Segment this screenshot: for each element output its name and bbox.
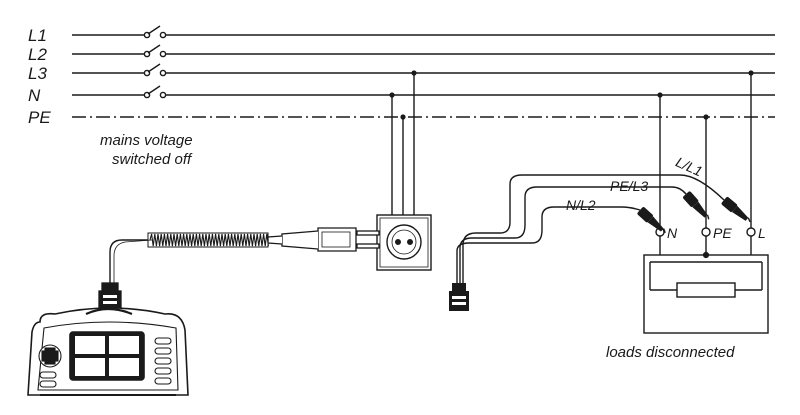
terminal-l	[746, 227, 756, 237]
load-tap-wires	[659, 73, 752, 230]
terminal-pe	[701, 227, 711, 237]
wall-socket	[376, 214, 432, 271]
switch-l2	[143, 44, 167, 58]
load-box	[643, 236, 769, 334]
instrument-buttons	[39, 337, 172, 388]
load-resistor	[676, 282, 736, 298]
cord-coil	[149, 233, 269, 247]
instrument-display-panel-2	[109, 336, 139, 354]
socket-junction-dots	[389, 70, 417, 120]
lead-label-n-l2: N/L2	[566, 197, 596, 213]
instrument	[27, 307, 189, 396]
instrument-display-panel-3	[75, 358, 105, 376]
note-mains-line1: mains voltage	[100, 132, 193, 149]
switch-n	[143, 85, 167, 99]
lead-cable-l	[462, 174, 725, 285]
bus-label-l1: L1	[28, 26, 47, 45]
note-mains-line2: switched off	[112, 151, 193, 168]
switch-l1	[143, 25, 167, 39]
lead-connector	[449, 283, 469, 311]
terminal-label-pe: PE	[713, 225, 732, 241]
bus-lines	[72, 34, 775, 118]
lead-cable-n	[456, 206, 641, 285]
socket-drop-wires	[391, 73, 415, 215]
croc-clip-l	[721, 196, 751, 223]
load-terminals	[655, 227, 756, 237]
lead-label-pe-l3: PE/L3	[610, 178, 648, 194]
switch-l3	[143, 63, 167, 77]
bus-label-l3: L3	[28, 64, 47, 83]
instrument-connector	[98, 282, 122, 310]
note-loads-disconnected: loads disconnected	[606, 344, 735, 361]
bus-label-n: N	[28, 86, 41, 105]
instrument-display-panel-4	[109, 358, 139, 376]
load-tap-dots	[657, 70, 754, 120]
instrument-dpad	[38, 344, 62, 368]
bus-label-l2: L2	[28, 45, 47, 64]
instrument-handle	[85, 307, 133, 316]
croc-clip-pe	[683, 191, 710, 220]
croc-clip-n	[637, 207, 666, 234]
coiled-cord	[147, 232, 269, 248]
bus-label-pe: PE	[28, 108, 51, 127]
mains-switches	[143, 25, 167, 99]
lead-cable-pe	[459, 186, 687, 285]
schuko-plug	[267, 227, 380, 252]
test-lead-cables	[456, 174, 725, 285]
instrument-cord	[109, 239, 153, 283]
instrument-display-panel-1	[75, 336, 105, 354]
terminal-label-l: L	[758, 225, 766, 241]
terminal-label-n: N	[667, 225, 678, 241]
